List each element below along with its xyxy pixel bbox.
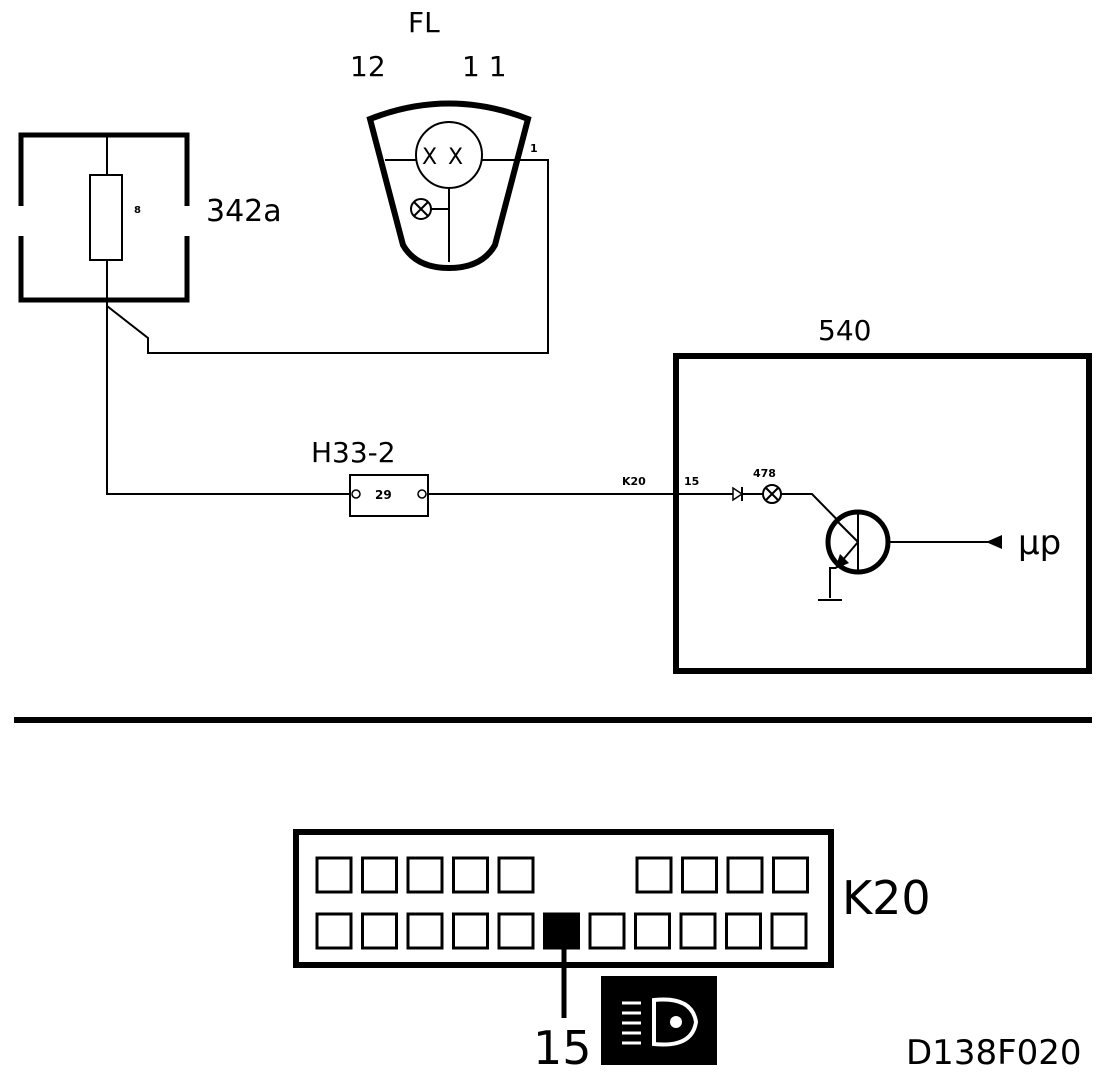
bulb-filament-glyph: X [448, 145, 463, 170]
connector-cavity [635, 856, 673, 894]
connector-cavity [726, 856, 764, 894]
lamp-label: 478 [753, 467, 776, 480]
connector-cavity [497, 912, 535, 950]
wire-pin-label: 15 [684, 475, 699, 488]
fl-connector-pin: 1 [530, 142, 538, 155]
connector-h33-2: H33-2 29 [311, 436, 429, 517]
h33-label: H33-2 [311, 436, 396, 469]
connector-cavity [452, 912, 489, 950]
connector-cavity [772, 856, 809, 894]
connector-cavity [361, 912, 398, 950]
fuse-box-342a: 8 342a [12, 132, 282, 303]
arrow-icon [986, 535, 1002, 549]
connector-cavity [497, 856, 535, 894]
fl-lamp-unit: FL 12 1 1 X X 1 [350, 6, 548, 272]
connector-cavity [315, 856, 353, 894]
section-divider [14, 717, 1092, 723]
h33-pin: 29 [375, 488, 392, 502]
drawing-code: D138F020 [906, 1033, 1082, 1073]
wire-connector-label: K20 [622, 475, 646, 488]
fl-pin-left: 12 [350, 50, 386, 83]
diode-icon [732, 486, 744, 502]
connector-cavity [588, 912, 626, 950]
connector-cavity-highlighted [543, 912, 580, 950]
wire-fl-to-fuse [106, 159, 549, 354]
connector-cavity [452, 856, 489, 894]
connector-cavity [681, 856, 718, 894]
bulb-filament-glyph: X [422, 145, 437, 170]
fuse-box-gap-right [178, 206, 196, 236]
ecu-540: 540 478 µp [673, 314, 1092, 674]
fl-pin-right: 1 1 [462, 50, 507, 83]
connector-k20-face: K20 15 [293, 829, 931, 1075]
connector-cavity [634, 912, 671, 950]
ecu-label: 540 [818, 314, 871, 347]
connector-cavity [315, 912, 353, 950]
connector-cavity [406, 856, 444, 894]
fuse-icon [89, 174, 123, 261]
fuse-box-gap-left [12, 206, 30, 236]
wire-fuse-to-h33 [106, 300, 350, 495]
transistor-icon [825, 509, 891, 575]
connector-cavity [725, 912, 762, 950]
fuse-box-label: 342a [206, 194, 282, 229]
microprocessor-label: µp [1018, 523, 1061, 563]
headlamp-symbol-icon [601, 976, 717, 1065]
fuse-number: 8 [134, 205, 141, 216]
pin-row-bottom [315, 912, 808, 950]
connector-cavity [679, 912, 717, 950]
pin-callout-label: 15 [533, 1021, 592, 1075]
connector-cavity [361, 856, 398, 894]
fl-label: FL [408, 6, 440, 39]
pin-row-top-right [635, 856, 809, 894]
connector-cavity [770, 912, 808, 950]
connector-cavity [406, 912, 444, 950]
connector-label: K20 [842, 871, 931, 925]
pin-row-top-left [315, 856, 535, 894]
